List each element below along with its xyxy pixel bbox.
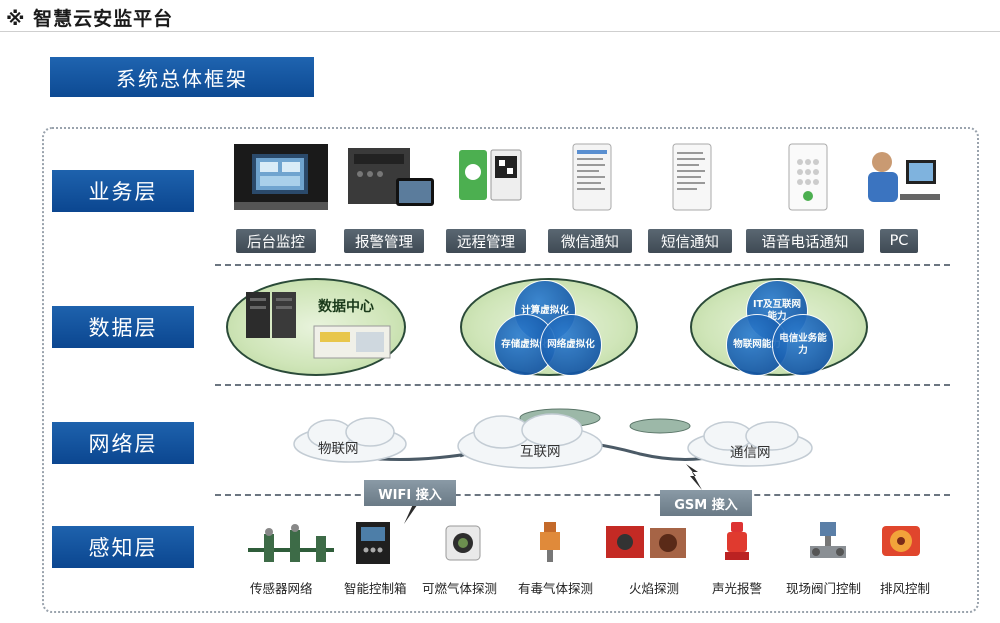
sense-label-combustible-gas: 可燃气体探测 — [422, 581, 498, 596]
biz-label-wechat-notify: 微信通知 — [548, 229, 632, 253]
layer-label-network: 网络层 — [52, 422, 194, 464]
sense-label-exhaust-control: 排风控制 — [880, 581, 931, 596]
sense-label-sound-light-alarm: 声光报警 — [712, 581, 763, 596]
cloud-label-iot: 物联网 — [318, 441, 359, 457]
page-title: ※ 智慧云安监平台 — [6, 8, 174, 30]
network-clouds-graphic — [293, 408, 813, 469]
sound-light-alarm-image — [722, 520, 752, 566]
divider-business-data — [215, 264, 950, 266]
wechat-phone-image — [570, 140, 614, 214]
sense-label-valve-control: 现场阀门控制 — [786, 581, 862, 596]
voice-phone-image — [786, 140, 830, 214]
flame-detector-image — [604, 520, 688, 566]
biz-label-sms-notify: 短信通知 — [648, 229, 732, 253]
cloud-label-telecom: 通信网 — [730, 445, 771, 461]
divider-network-perception — [215, 494, 950, 496]
biz-label-voice-notify: 语音电话通知 — [746, 229, 864, 253]
sms-phone-image — [670, 140, 714, 214]
layer-label-business: 业务层 — [52, 170, 194, 212]
biz-label-remote-management: 远程管理 — [446, 229, 526, 253]
combustible-gas-detector-image — [444, 520, 482, 566]
sense-label-flame-detection: 火焰探测 — [629, 581, 680, 596]
sensor-network-image — [244, 520, 340, 566]
container-datacenter-icon — [313, 325, 391, 359]
cloud-label-internet: 互联网 — [520, 444, 561, 460]
venn-network-virtualization: 网络虚拟化 — [540, 314, 602, 376]
venn-telecom-capability: 电信业务能力 — [772, 314, 834, 376]
field-valve-control-image — [806, 520, 850, 566]
exhaust-fan-control-image — [878, 520, 924, 566]
gsm-access-tag: GSM 接入 — [660, 490, 752, 516]
wifi-access-tag: WIFI 接入 — [364, 480, 456, 506]
datacenter-label: 数据中心 — [318, 299, 374, 315]
sense-label-smart-control-box: 智能控制箱 — [344, 581, 407, 596]
divider-data-network — [215, 384, 950, 386]
sense-label-toxic-gas: 有毒气体探测 — [518, 581, 594, 596]
layer-label-perception: 感知层 — [52, 526, 194, 568]
alarm-device-image — [346, 140, 436, 214]
layer-label-data: 数据层 — [52, 306, 194, 348]
remote-qr-image — [457, 140, 523, 214]
biz-label-alarm-management: 报警管理 — [344, 229, 424, 253]
page-header: ※ 智慧云安监平台 — [0, 0, 1000, 32]
framework-frame — [42, 127, 979, 613]
biz-label-pc: PC — [880, 229, 918, 253]
server-rack-icon — [246, 292, 296, 338]
biz-label-backend-monitor: 后台监控 — [236, 229, 316, 253]
toxic-gas-detector-image — [536, 520, 564, 566]
smart-control-box-image — [354, 520, 392, 566]
pc-operator-image — [860, 140, 940, 214]
framework-title: 系统总体框架 — [50, 57, 314, 97]
gsm-lightning-icon — [686, 464, 702, 490]
sense-label-sensor-network: 传感器网络 — [250, 581, 313, 596]
monitor-wall-image — [232, 140, 330, 214]
